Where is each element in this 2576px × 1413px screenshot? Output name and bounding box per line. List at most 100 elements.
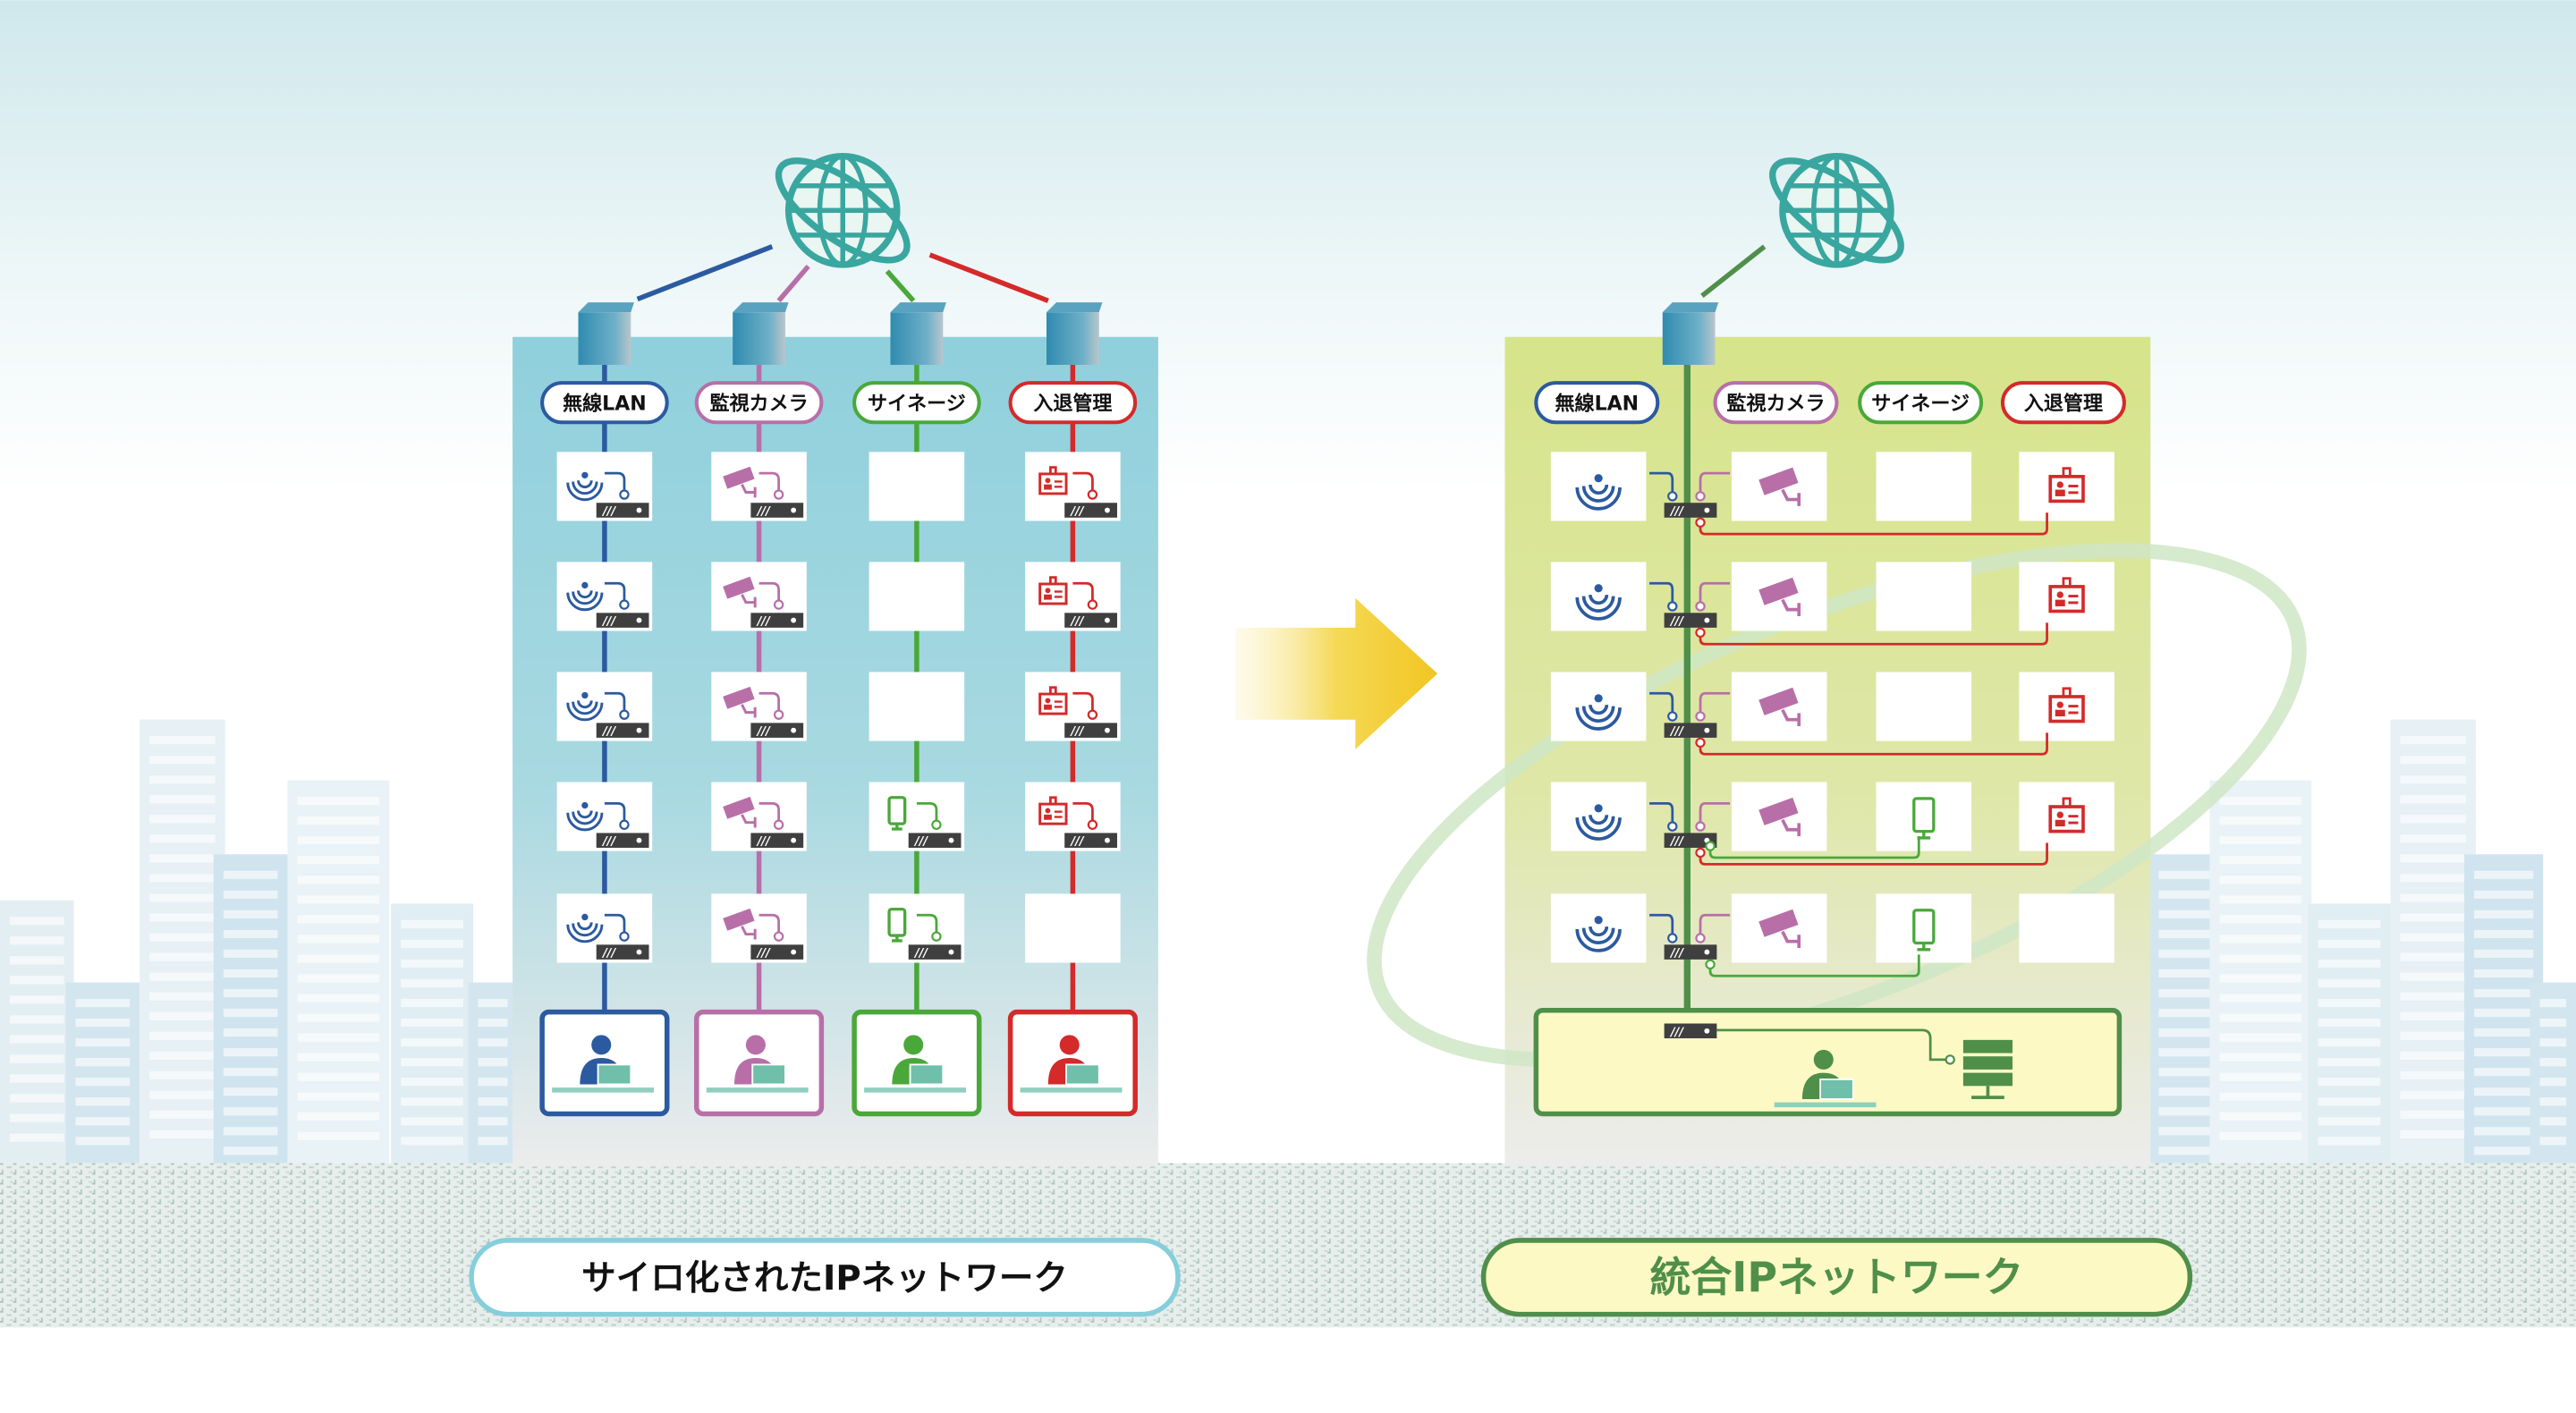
id-badge-icon — [2048, 577, 2085, 613]
building-windows — [297, 1033, 380, 1042]
building-windows — [2158, 1048, 2214, 1057]
switch-led — [1105, 727, 1110, 733]
camera-mount — [741, 704, 757, 718]
badge-line — [1054, 590, 1063, 593]
building-windows — [2474, 1127, 2534, 1136]
transition-arrow — [1235, 597, 1438, 749]
port-icon — [619, 489, 630, 500]
switch-label: /// — [601, 947, 616, 960]
category-pill: 入退管理 — [2000, 381, 2126, 425]
building-windows — [2219, 1053, 2302, 1062]
building-windows — [149, 992, 216, 1001]
building-windows — [2400, 756, 2466, 765]
laptop-icon — [597, 1063, 632, 1086]
device-box: /// — [711, 452, 807, 521]
camera-body — [1758, 687, 1799, 715]
operator-head — [1059, 1035, 1080, 1055]
pill-border — [2000, 381, 2126, 425]
building-windows — [2219, 816, 2302, 825]
security-camera-icon — [1758, 797, 1801, 837]
port-icon — [1695, 517, 1706, 528]
server-rack-icon — [1962, 1039, 2012, 1099]
cube-face — [890, 312, 944, 365]
city-building — [287, 780, 390, 1163]
network-switch-icon: /// — [750, 723, 804, 739]
port-icon — [1087, 709, 1098, 720]
access-cable — [1699, 732, 2048, 756]
switch-label: /// — [1669, 725, 1684, 739]
operator-box — [539, 1009, 670, 1117]
city-building — [140, 719, 225, 1163]
switch-body — [596, 723, 649, 738]
building-windows — [2158, 1127, 2214, 1136]
left-title-pill: サイロ化されたIPネットワーク — [469, 1238, 1181, 1317]
switch-led — [791, 617, 797, 623]
device-box — [1876, 452, 1972, 521]
server-stand — [1971, 1086, 2004, 1099]
access-cable — [1699, 622, 2048, 646]
network-switch-icon: /// — [1664, 1023, 1717, 1039]
switch-label: /// — [1669, 947, 1684, 960]
network-switch-icon: /// — [1064, 833, 1117, 849]
port-icon — [1667, 933, 1678, 943]
laptop-icon — [909, 1063, 945, 1086]
display-screen — [887, 908, 907, 937]
network-switch-icon: /// — [596, 723, 649, 739]
port-icon — [1695, 821, 1706, 832]
badge-person-head — [2056, 591, 2063, 598]
switch-label: /// — [913, 835, 928, 849]
badge-person-body — [2055, 819, 2065, 827]
uplink-line — [1700, 244, 1767, 298]
switch-led — [636, 949, 642, 955]
wifi-wave — [1589, 926, 1609, 937]
building-windows — [223, 1127, 278, 1136]
building-windows — [2400, 972, 2466, 981]
switch-body — [596, 613, 649, 628]
control-room-box: /// — [1533, 1008, 2123, 1117]
badge-clip — [1049, 796, 1057, 806]
building-windows — [223, 1146, 278, 1155]
switch-connections: /// — [1649, 471, 2048, 536]
building-windows — [2318, 1097, 2381, 1106]
building-windows — [149, 1130, 216, 1139]
city-building — [213, 854, 288, 1163]
wifi-cable — [1649, 801, 1674, 824]
cube-top — [1662, 302, 1719, 313]
network-switch-icon: /// — [750, 613, 804, 629]
building-windows — [10, 1035, 64, 1044]
building-windows — [297, 1072, 380, 1081]
building-windows — [401, 1117, 463, 1126]
switch-body — [750, 723, 804, 738]
device-box: /// — [1025, 562, 1121, 631]
network-switch-icon: /// — [1064, 613, 1117, 629]
building-windows — [2474, 969, 2534, 978]
camera-mount — [1781, 488, 1801, 506]
switch-connections: /// — [1649, 691, 2048, 756]
building-windows — [10, 1094, 64, 1103]
network-switch-icon: /// — [750, 944, 804, 960]
wifi-icon — [566, 801, 604, 832]
switch-label: /// — [601, 725, 616, 739]
port-icon — [1705, 959, 1716, 970]
building-windows — [149, 952, 216, 961]
globe-orbit — [1769, 157, 1904, 264]
badge-face — [1041, 585, 1065, 603]
wifi-wave — [566, 592, 604, 612]
switch-label: /// — [601, 505, 616, 519]
wifi-cable — [1649, 471, 1674, 494]
switch-led — [1105, 837, 1110, 843]
category-pill: サイネージ — [1858, 381, 1984, 425]
building-windows — [478, 1097, 508, 1106]
desk — [706, 1087, 809, 1093]
building-windows — [2219, 797, 2302, 806]
wifi-wave — [1581, 596, 1615, 613]
badge-line — [1054, 596, 1063, 598]
camera-body — [1758, 467, 1799, 495]
building-windows — [2219, 836, 2302, 845]
pill-border — [1858, 381, 1984, 425]
building-windows — [2539, 1018, 2566, 1028]
building-windows — [2474, 949, 2534, 959]
device-box — [1876, 672, 1972, 741]
uplink-line — [885, 269, 916, 303]
